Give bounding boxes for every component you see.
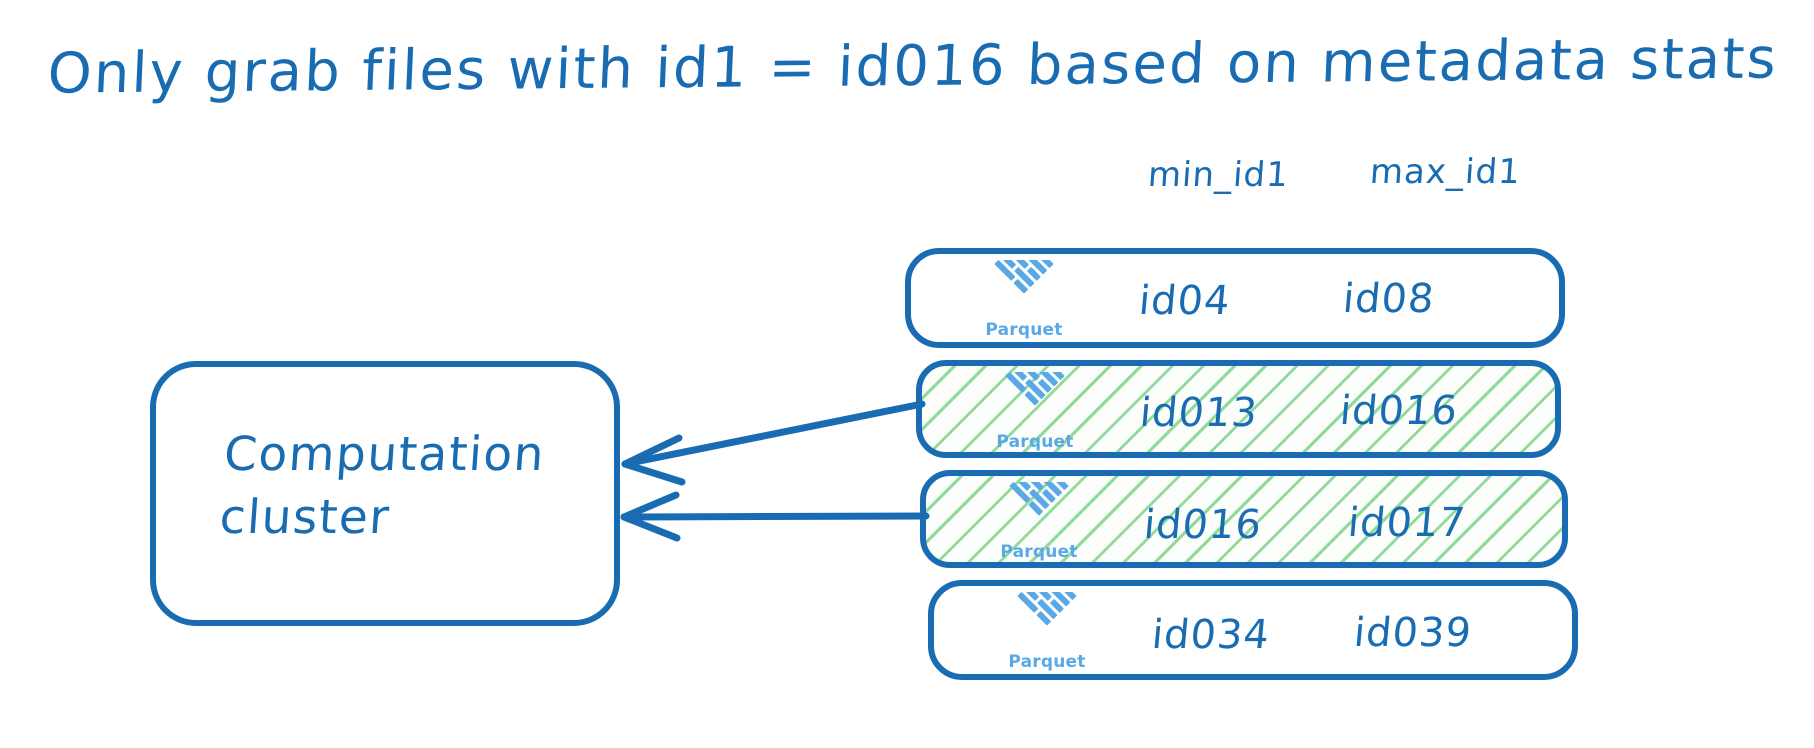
column-header-min-id1: min_id1 <box>1146 155 1291 195</box>
cell-min-id1: id04 <box>1136 278 1233 324</box>
parquet-logo-caption: Parquet <box>1000 542 1078 562</box>
parquet-file-row[interactable]: Parquet id04 id08 <box>905 248 1565 348</box>
cell-max-id1: id016 <box>1337 388 1460 434</box>
parquet-logo-icon: Parquet <box>980 372 1090 458</box>
cell-min-id1: id034 <box>1149 612 1272 658</box>
parquet-file-row[interactable]: Parquet id013 id016 <box>916 360 1561 458</box>
cell-max-id1: id039 <box>1351 610 1474 656</box>
parquet-logo-icon: Parquet <box>969 260 1079 346</box>
parquet-file-row[interactable]: Parquet id034 id039 <box>928 580 1578 680</box>
parquet-logo-icon: Parquet <box>992 592 1102 678</box>
cell-max-id1: id08 <box>1340 276 1437 322</box>
arrow-row2-to-cluster <box>621 400 926 486</box>
parquet-logo-caption: Parquet <box>1008 652 1086 672</box>
page-title: Only grab files with id1 = id016 based o… <box>46 26 1780 107</box>
computation-cluster-label: Computation cluster <box>217 427 547 546</box>
cell-min-id1: id013 <box>1137 390 1260 436</box>
parquet-logo-icon: Parquet <box>984 482 1094 568</box>
parquet-logo-caption: Parquet <box>985 320 1063 340</box>
parquet-logo-caption: Parquet <box>996 432 1074 452</box>
cell-max-id1: id017 <box>1345 500 1468 546</box>
computation-cluster-box[interactable] <box>150 361 620 626</box>
column-header-max-id1: max_id1 <box>1368 152 1523 192</box>
arrow-row3-to-cluster <box>620 491 930 542</box>
cell-min-id1: id016 <box>1141 502 1264 548</box>
parquet-file-row[interactable]: Parquet id016 id017 <box>920 470 1568 568</box>
